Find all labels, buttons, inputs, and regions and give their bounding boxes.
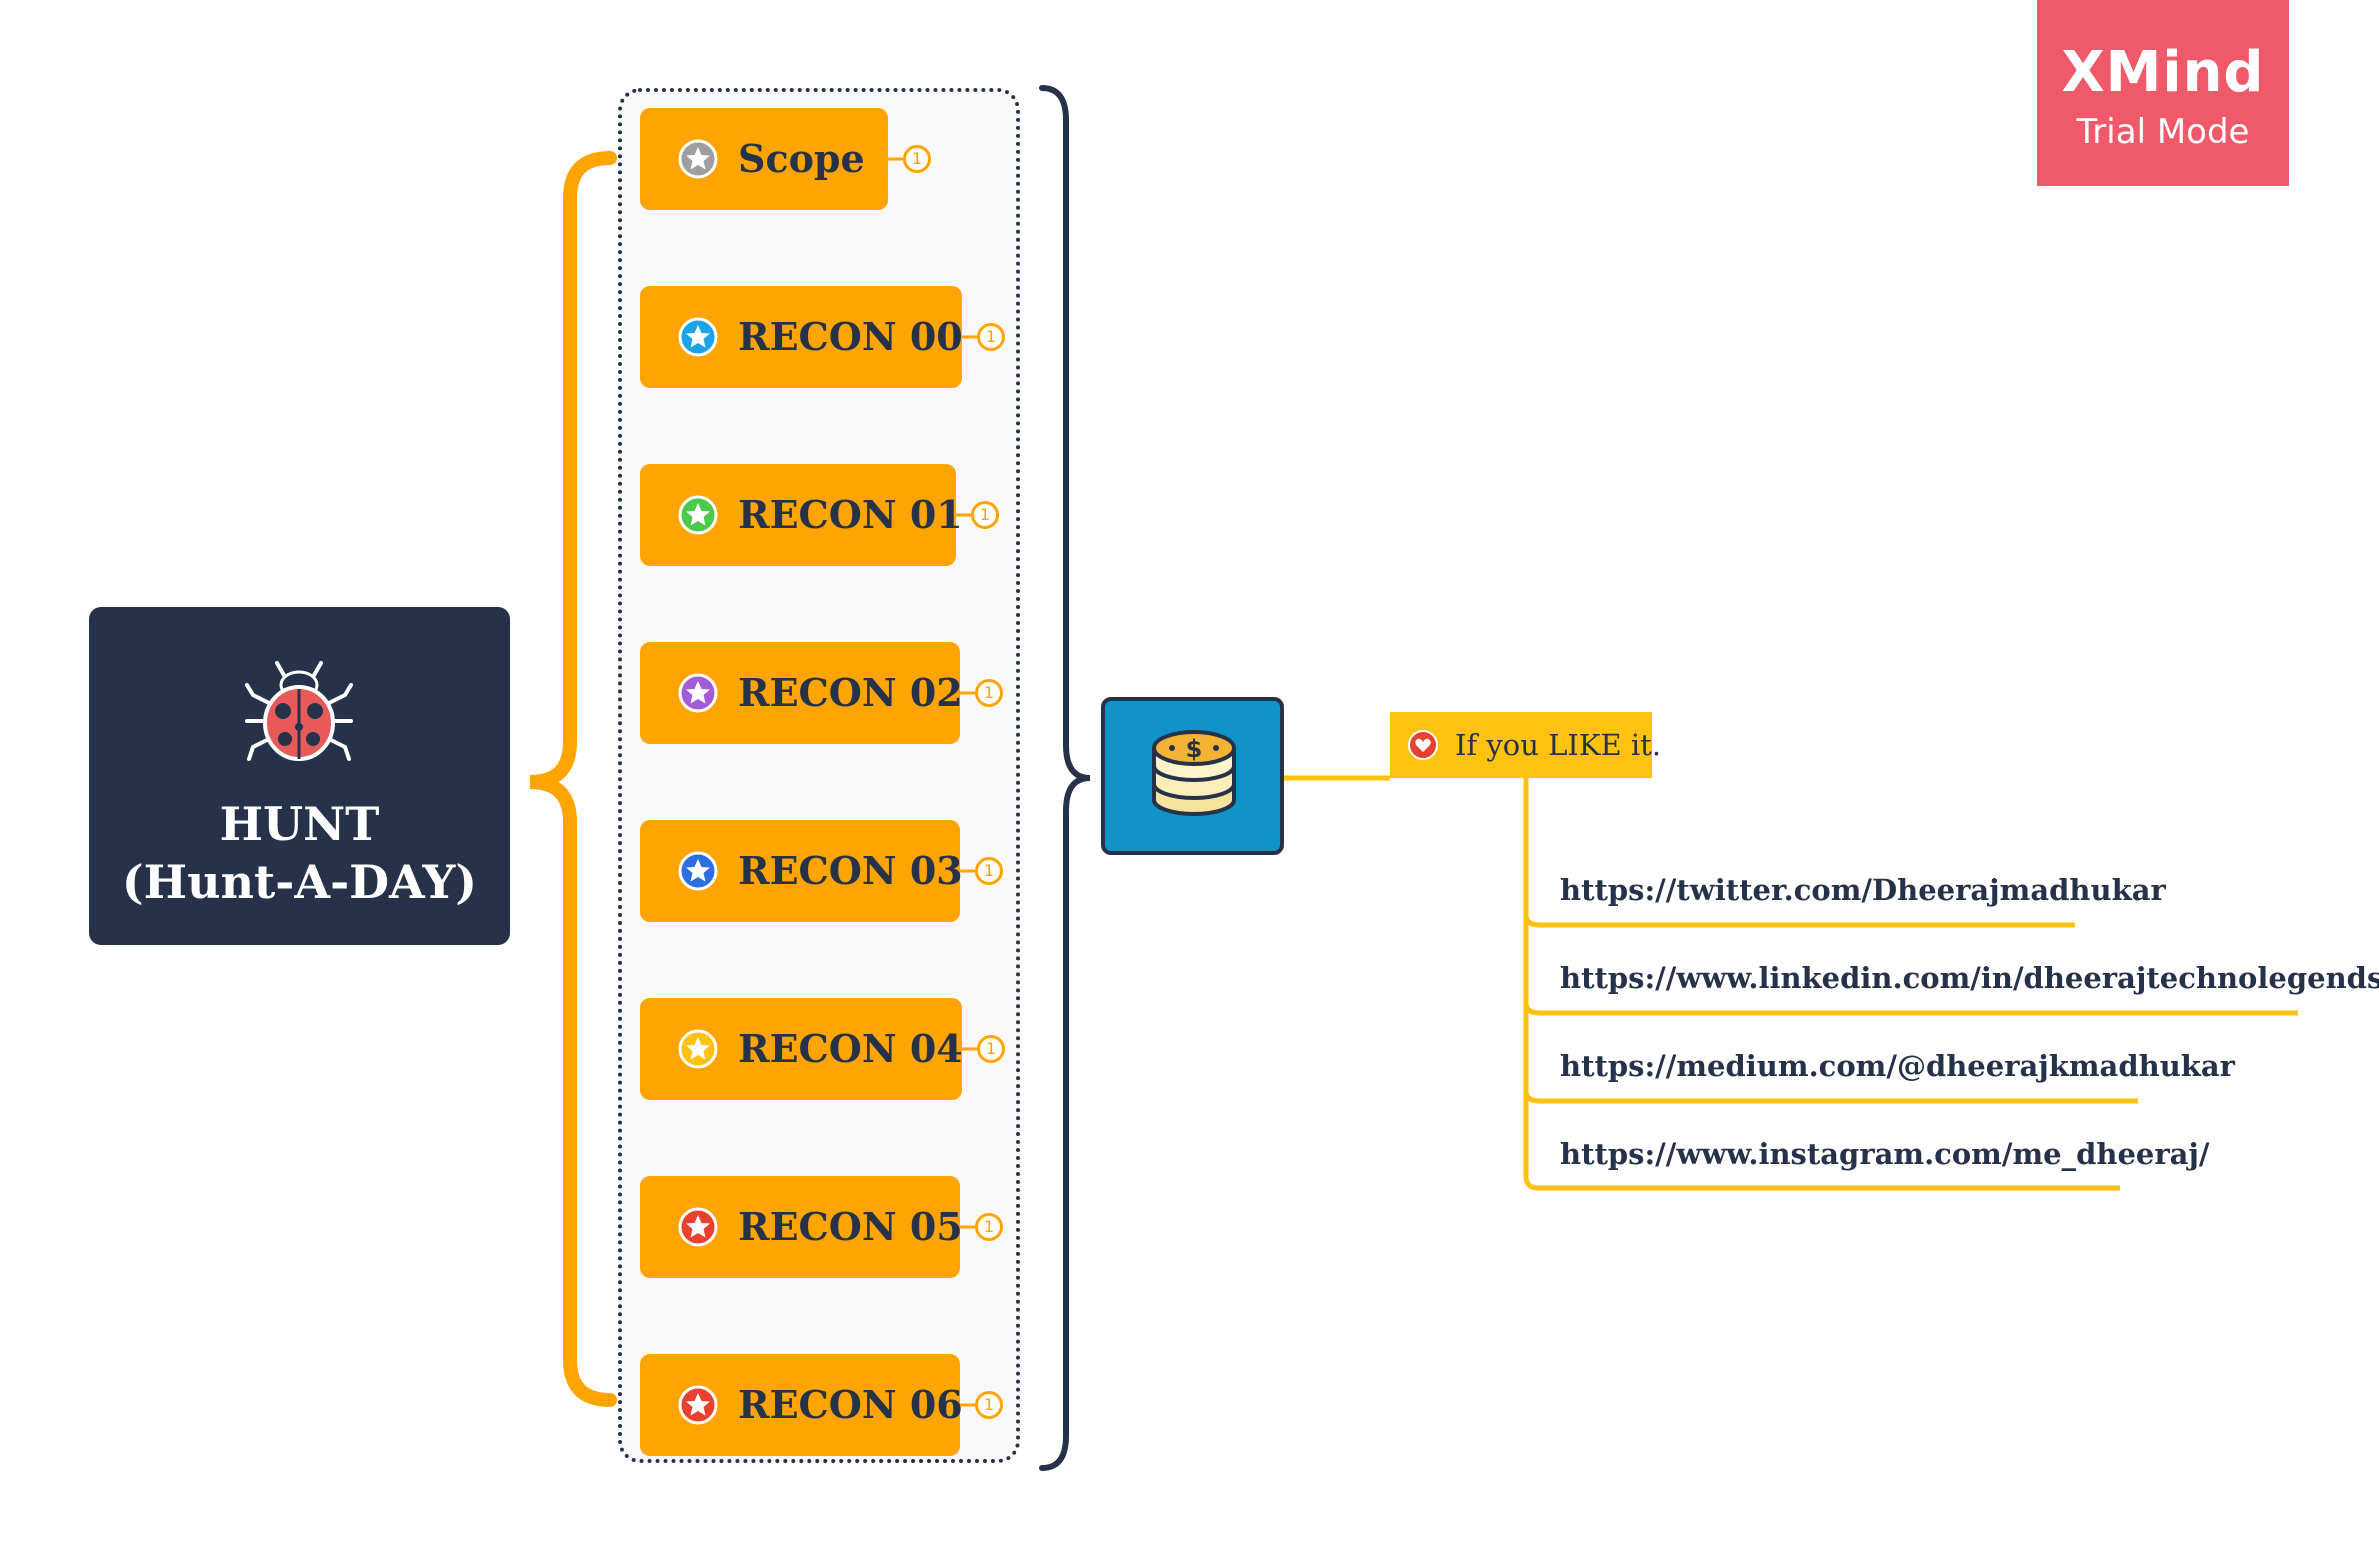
links-trunk	[1523, 778, 1539, 1191]
link-twitter[interactable]: https://twitter.com/Dheerajmadhukar	[1560, 873, 2166, 907]
coins-stack-icon: $	[1152, 730, 1236, 816]
summary-brace	[1039, 85, 1091, 1471]
link-underline-1	[1523, 1002, 2298, 1016]
topic-recon-04[interactable]: RECON 04	[640, 998, 963, 1100]
star-icon	[678, 495, 718, 535]
star-icon	[678, 851, 718, 891]
trial-watermark: XMind Trial Mode	[2037, 0, 2289, 186]
heart-icon	[1408, 730, 1438, 760]
topic-recon-00[interactable]: RECON 00	[640, 286, 963, 388]
left-brace	[529, 151, 617, 1407]
star-icon	[678, 317, 718, 357]
topic-label: RECON 03	[738, 848, 963, 893]
topic-label: RECON 06	[738, 1382, 963, 1427]
topic-recon-03[interactable]: RECON 03	[640, 820, 963, 922]
marker-badge[interactable]: 1	[977, 323, 1005, 351]
link-medium[interactable]: https://medium.com/@dheerajkmadhukar	[1560, 1049, 2235, 1083]
link-linkedin[interactable]: https://www.linkedin.com/in/dheerajtechn…	[1560, 961, 2379, 995]
ladybug-icon	[245, 657, 353, 761]
star-icon	[678, 1207, 718, 1247]
topic-recon-06[interactable]: RECON 06	[640, 1354, 963, 1456]
topic-recon-02[interactable]: RECON 02	[640, 642, 963, 744]
summary-topic[interactable]: $	[1101, 697, 1284, 855]
link-underline-0	[1523, 914, 2075, 928]
star-icon	[678, 673, 718, 713]
star-icon	[678, 1385, 718, 1425]
central-topic-subtitle: (Hunt-A-DAY)	[121, 855, 478, 909]
link-underline-2	[1523, 1090, 2138, 1104]
star-icon	[678, 139, 718, 179]
central-topic[interactable]: HUNT (Hunt-A-DAY)	[89, 607, 510, 945]
topic-scope[interactable]: Scope	[640, 108, 888, 210]
topic-label: RECON 05	[738, 1204, 963, 1249]
watermark-mode: Trial Mode	[2076, 112, 2250, 152]
link-instagram[interactable]: https://www.instagram.com/me_dheeraj/	[1560, 1137, 2210, 1171]
marker-badge[interactable]: 1	[975, 1213, 1003, 1241]
like-text: If you LIKE it.	[1455, 728, 1662, 762]
marker-badge[interactable]: 1	[971, 501, 999, 529]
watermark-brand: XMind	[2061, 40, 2265, 105]
topic-label: RECON 02	[738, 670, 963, 715]
marker-badge[interactable]: 1	[975, 857, 1003, 885]
svg-text:$: $	[1186, 735, 1203, 763]
topic-recon-05[interactable]: RECON 05	[640, 1176, 963, 1278]
central-topic-title: HUNT	[219, 797, 380, 851]
marker-badge[interactable]: 1	[975, 679, 1003, 707]
topic-label: Scope	[738, 136, 865, 181]
topic-label: RECON 00	[738, 314, 963, 359]
marker-badge[interactable]: 1	[903, 145, 931, 173]
like-topic[interactable]: If you LIKE it.	[1390, 712, 1661, 778]
star-icon	[678, 1029, 718, 1069]
topic-recon-01[interactable]: RECON 01	[640, 464, 963, 566]
topic-label: RECON 04	[738, 1026, 963, 1071]
marker-badge[interactable]: 1	[975, 1391, 1003, 1419]
marker-badge[interactable]: 1	[977, 1035, 1005, 1063]
topic-label: RECON 01	[738, 492, 963, 537]
